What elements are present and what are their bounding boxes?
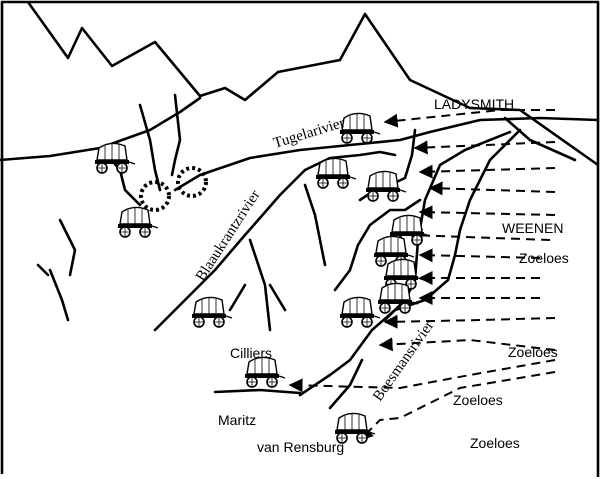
burning-camp-icon — [139, 166, 208, 212]
blaauwkrantz-river — [153, 150, 397, 332]
label-maritz: Maritz — [218, 412, 256, 428]
mountain-ridge — [26, 1, 599, 167]
lower-confluence — [213, 358, 364, 410]
label-ladysmith: LADYSMITH — [434, 96, 514, 112]
label-zulus-2: Zoeloes — [508, 344, 558, 360]
label-cilliers: Cilliers — [230, 345, 272, 361]
boesmans-river — [298, 128, 522, 397]
tugela-river-main — [173, 116, 600, 192]
eastern-river — [503, 116, 577, 162]
label-zulus-4: Zoeloes — [470, 435, 520, 451]
label-zulus-1: Zoeloes — [519, 250, 569, 266]
zulu-attack-arrows — [288, 109, 556, 441]
label-van-rensburg: van Rensburg — [257, 439, 344, 455]
western-branch — [333, 198, 422, 292]
inner-branch — [303, 183, 327, 267]
label-zulus-3: Zoeloes — [453, 392, 503, 408]
tributary-west — [36, 218, 77, 322]
label-weenen: WEENEN — [502, 220, 563, 236]
tributary-3 — [170, 93, 182, 177]
blaauwkrantz-branch — [228, 238, 287, 332]
tributary-2 — [138, 103, 162, 192]
tugela-river — [0, 96, 202, 162]
